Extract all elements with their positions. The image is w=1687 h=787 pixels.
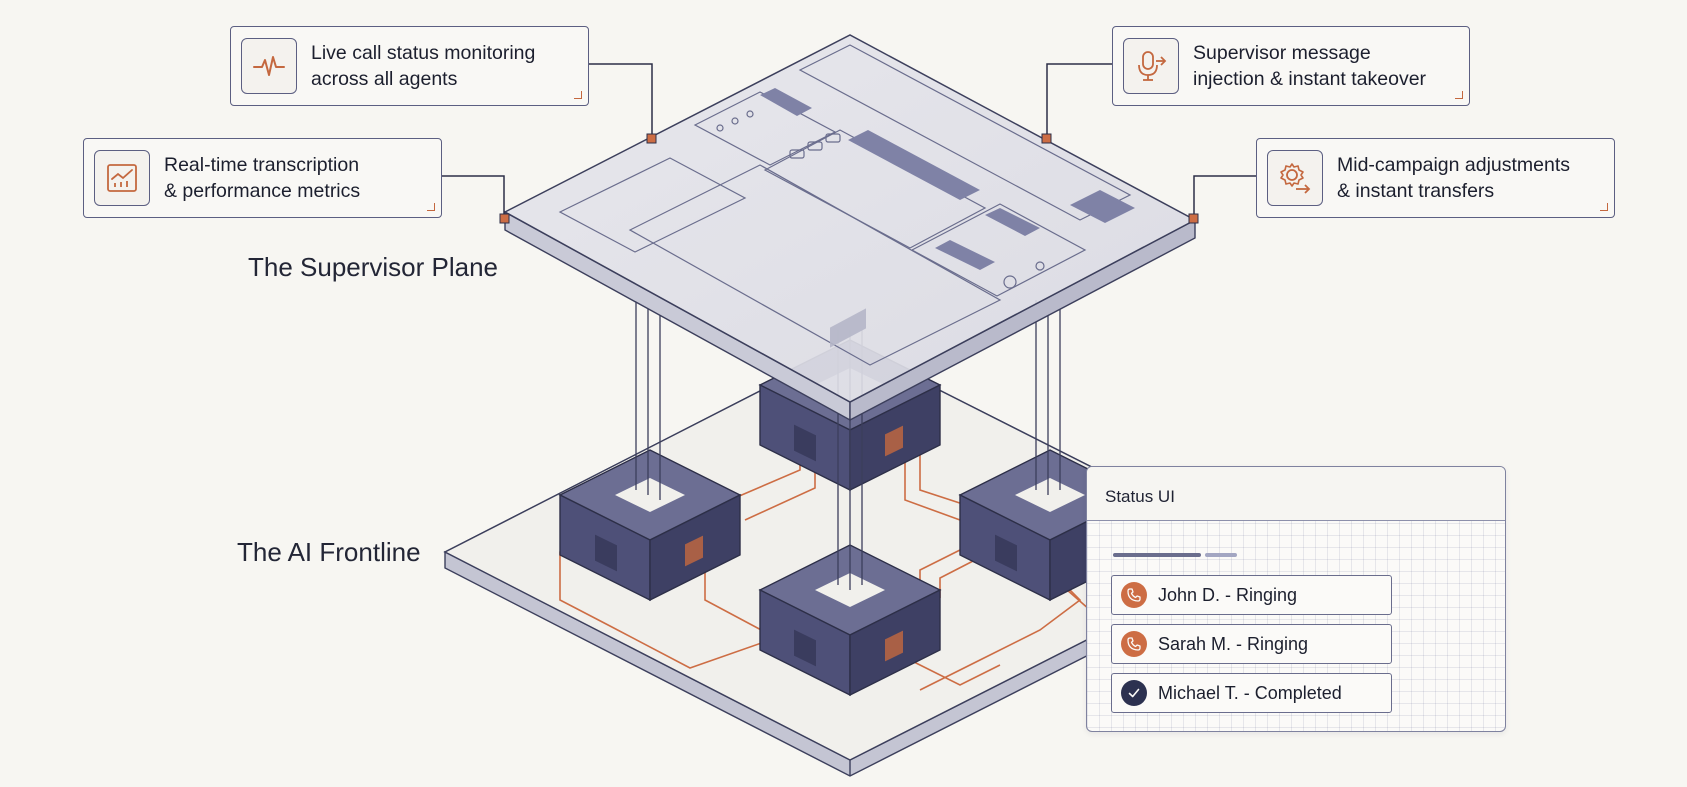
- callout-mid-campaign: Mid-campaign adjustments & instant trans…: [1256, 138, 1615, 218]
- pulse-icon: [241, 38, 297, 94]
- phone-icon: [1121, 582, 1147, 608]
- gear-arrow-icon: [1267, 150, 1323, 206]
- status-row-label: John D. - Ringing: [1158, 584, 1298, 605]
- status-row-label: Sarah M. - Ringing: [1158, 633, 1309, 654]
- callout-realtime-transcription: Real-time transcription & performance me…: [83, 138, 442, 218]
- callout-line-1: Supervisor message: [1193, 42, 1371, 64]
- status-row-john[interactable]: John D. - Ringing: [1111, 575, 1392, 615]
- status-ui-panel: Status UI John D. - Ringing Sarah M. - R…: [1086, 466, 1506, 732]
- callout-line-1: Real-time transcription: [164, 154, 360, 176]
- server-cube-left: [558, 449, 742, 602]
- phone-icon: [1121, 631, 1147, 657]
- corner-mark: [1455, 91, 1463, 99]
- corner-mark: [1600, 203, 1608, 211]
- status-row-michael[interactable]: Michael T. - Completed: [1111, 673, 1392, 713]
- ai-frontline-label: The AI Frontline: [237, 537, 421, 567]
- status-ui-title: Status UI: [1087, 467, 1505, 521]
- callout-live-call-status: Live call status monitoring across all a…: [230, 26, 589, 106]
- supervisor-plane-label: The Supervisor Plane: [248, 252, 499, 282]
- callout-line-1: Live call status monitoring: [311, 42, 536, 64]
- callout-line-1: Mid-campaign adjustments: [1337, 154, 1571, 176]
- progress-bars: [1113, 553, 1241, 571]
- supervisor-plane: [503, 34, 1197, 422]
- chart-icon: [94, 150, 150, 206]
- callout-line-2: & performance metrics: [164, 180, 361, 202]
- callout-supervisor-message: Supervisor message injection & instant t…: [1112, 26, 1470, 106]
- callout-line-2: across all agents: [311, 68, 458, 90]
- microphone-arrow-icon: [1123, 38, 1179, 94]
- corner-mark: [574, 91, 582, 99]
- corner-mark: [427, 203, 435, 211]
- callout-leaders: [442, 63, 1256, 218]
- status-row-sarah[interactable]: Sarah M. - Ringing: [1111, 624, 1392, 664]
- status-row-label: Michael T. - Completed: [1158, 682, 1342, 703]
- check-icon: [1121, 680, 1147, 706]
- callout-line-2: & instant transfers: [1337, 180, 1495, 202]
- callout-line-2: injection & instant takeover: [1193, 68, 1427, 90]
- leader-nodes: [499, 133, 1199, 224]
